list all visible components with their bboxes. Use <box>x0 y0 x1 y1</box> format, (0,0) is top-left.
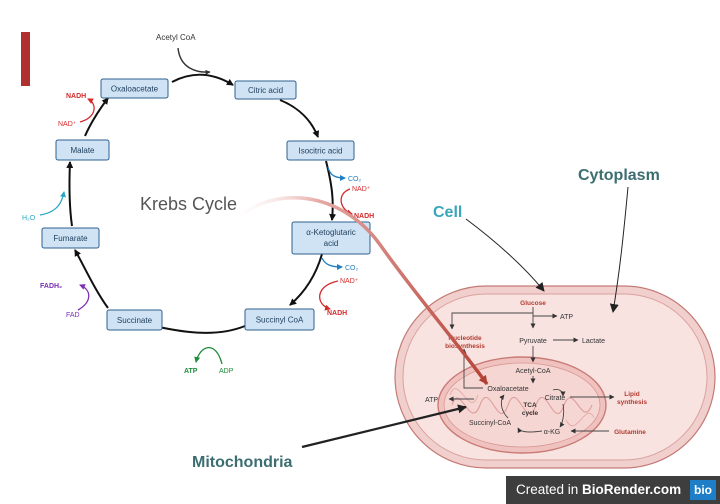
node-succinate-label: Succinate <box>117 316 153 325</box>
nadh-top-label: NADH <box>66 93 86 100</box>
node-oxaloacetate: Oxaloacetate <box>100 78 169 99</box>
watermark-brand: BioRender.com <box>582 482 682 497</box>
pyruvate-label: Pyruvate <box>519 338 547 345</box>
atp-left-cell-label: ATP <box>425 397 438 404</box>
fad-label: FAD <box>66 312 80 319</box>
co2-2-label: CO₂ <box>345 265 359 272</box>
node-succinyl-coa: Succinyl CoA <box>244 308 315 331</box>
glucose-label: Glucose <box>520 300 546 307</box>
nadh-1-label: NADH <box>354 213 374 220</box>
lipid-label-2: synthesis <box>617 399 647 406</box>
nad-2-label: NAD⁺ <box>340 278 359 285</box>
nad-1-to-nadh-arrow <box>340 188 353 216</box>
nad-to-nadh-arrow <box>79 98 95 123</box>
node-fumarate: Fumarate <box>41 227 100 249</box>
nad-2-to-nadh-arrow <box>319 280 339 311</box>
co2-1-label: CO₂ <box>348 176 362 183</box>
mitochondria-pointer-arrow <box>301 404 467 449</box>
atp-top-cell-label: ATP <box>560 314 573 321</box>
adp-to-atp-arrow <box>194 346 223 365</box>
accent-bar <box>21 32 30 86</box>
biorender-watermark: Created in BioRender.com bio <box>506 476 720 504</box>
node-citric-acid-label: Citric acid <box>248 86 283 95</box>
nucleotide-label-1: Nucleotide <box>448 335 482 342</box>
lactate-label: Lactate <box>582 338 605 345</box>
node-oxaloacetate-label: Oxaloacetate <box>111 85 159 94</box>
atp-label: ATP <box>184 368 198 375</box>
acetyl-coa-label: Acetyl CoA <box>156 33 196 42</box>
nucleotide-label-2: biosynthesis <box>445 343 485 350</box>
node-ketoglutaric-acid: α-Ketoglutaric acid <box>291 221 371 255</box>
node-ketoglutaric-label-1: α-Ketoglutaric <box>306 228 356 237</box>
oxaloacetate-cell-label: Oxaloacetate <box>487 386 528 393</box>
pathway-arrows <box>448 307 615 434</box>
nadh-2-label: NADH <box>327 310 347 317</box>
h2o-label: H₂O <box>22 215 36 222</box>
h2o-arrow <box>39 191 66 216</box>
mitochondria-label: Mitochondria <box>192 454 293 471</box>
node-ketoglutaric-label-2: acid <box>324 239 339 248</box>
lipid-label-1: Lipid <box>624 391 640 398</box>
succinyl-coa-cell-label: Succinyl-CoA <box>469 420 511 427</box>
tca-label-2: cycle <box>522 410 539 417</box>
cytoplasm-pointer-arrow <box>609 186 629 313</box>
acetyl-coa-entry-arrow <box>177 47 211 75</box>
node-fumarate-label: Fumarate <box>53 234 88 243</box>
node-citric-acid: Citric acid <box>234 80 297 100</box>
krebs-to-mitochondria-arrow <box>226 195 489 386</box>
cytoplasm-label: Cytoplasm <box>578 167 660 184</box>
co2-1-arrow <box>327 166 346 181</box>
node-succinyl-coa-label: Succinyl CoA <box>256 316 304 325</box>
glutamine-label: Glutamine <box>614 429 646 436</box>
cell-label: Cell <box>433 204 462 221</box>
citrate-label: Citrate <box>545 395 566 402</box>
cell-pointer-arrow <box>465 218 545 292</box>
watermark-text: Created in BioRender.com <box>516 476 681 504</box>
adp-label: ADP <box>219 368 234 375</box>
akg-label: α-KG <box>544 429 561 436</box>
co2-2-arrow <box>321 257 343 270</box>
krebs-cycle-title: Krebs Cycle <box>140 194 237 214</box>
cycle-arrows <box>66 73 337 334</box>
watermark-prefix: Created in <box>516 482 583 497</box>
fad-to-fadh2-arrow <box>77 284 90 311</box>
nad-1-label: NAD⁺ <box>352 186 371 193</box>
node-isocitric-acid-label: Isocitric acid <box>298 147 342 156</box>
fadh2-label: FADH₂ <box>40 283 62 290</box>
node-succinate: Succinate <box>106 309 163 331</box>
node-isocitric-acid: Isocitric acid <box>286 140 355 161</box>
node-malate-label: Malate <box>70 146 95 155</box>
tca-label-1: TCA <box>523 402 537 409</box>
node-malate: Malate <box>55 139 110 161</box>
acetyl-coa-cell-label: Acetyl-CoA <box>515 368 550 375</box>
nad-top-label: NAD⁺ <box>58 121 77 128</box>
biorender-logo-icon: bio <box>690 480 716 500</box>
